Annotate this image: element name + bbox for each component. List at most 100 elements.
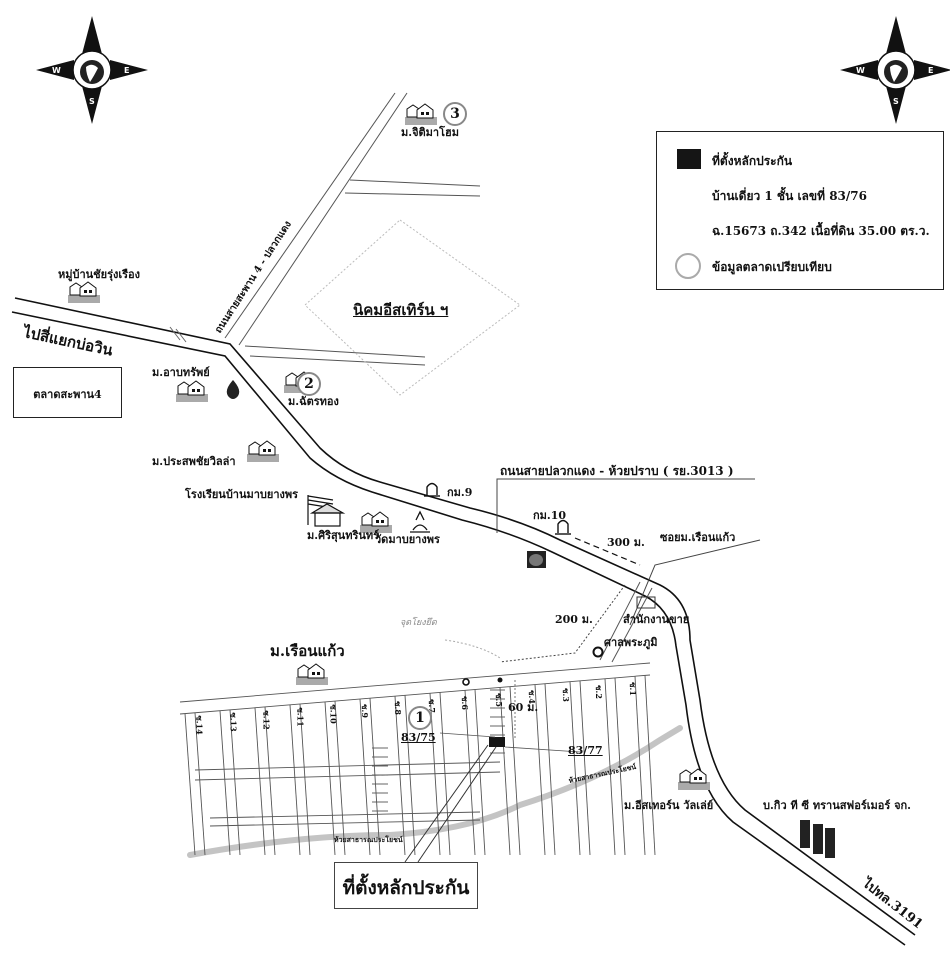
grid-street bbox=[544, 683, 556, 856]
km10-post-icon bbox=[555, 519, 571, 535]
house-icon bbox=[360, 511, 392, 533]
label-sales-office: สำนักงานขาย bbox=[623, 613, 690, 626]
distance-200-arrow bbox=[499, 584, 626, 663]
grid-street bbox=[299, 704, 311, 856]
soi-label: ซ.6 bbox=[459, 696, 470, 710]
label-main-road: ถนนสายปลวกแดง - ห้วยปราบ ( รย.3013 ) bbox=[500, 464, 734, 478]
soi-label: ซ.2 bbox=[593, 684, 604, 699]
grid-street bbox=[394, 696, 406, 856]
soi-label: ซ.4 bbox=[526, 690, 537, 705]
legend-collateral-title: ที่ตั้งหลักประกัน bbox=[712, 154, 793, 168]
subdivision-grid bbox=[179, 662, 656, 856]
grid-street bbox=[179, 674, 651, 715]
label-shrine: ศาลพระภูมิ bbox=[604, 636, 658, 649]
label-arbsap: ม.อาบทรัพย์ bbox=[152, 366, 210, 379]
soi-label-pointer bbox=[629, 539, 761, 626]
km9-post-icon bbox=[424, 482, 440, 497]
grid-street bbox=[254, 707, 266, 856]
label-km10: กม.10 bbox=[533, 509, 567, 522]
label-km9: กม.9 bbox=[447, 486, 473, 499]
soi-label: ซ.5 bbox=[493, 693, 504, 708]
grid-street bbox=[194, 761, 501, 771]
grid-street bbox=[499, 687, 511, 856]
grid-street bbox=[184, 713, 196, 856]
grid-street bbox=[509, 686, 521, 856]
house-icon bbox=[247, 440, 279, 462]
label-industrial-estate: นิคมอีสเทิร์น ฯ bbox=[353, 301, 449, 319]
school-icon bbox=[307, 495, 346, 527]
east-label: E bbox=[928, 66, 934, 75]
soi-label: ซ.1 bbox=[627, 682, 638, 696]
grid-street bbox=[634, 676, 646, 856]
grid-street bbox=[229, 709, 241, 856]
comparable-1-badge: 1 bbox=[408, 706, 432, 730]
label-ruanakaew: ม.เรือนแก้ว bbox=[270, 642, 345, 660]
comparable-3-badge: 3 bbox=[443, 102, 467, 126]
label-chatthong: ม.ฉัตรทอง bbox=[288, 395, 339, 408]
creek bbox=[187, 725, 683, 858]
grid-street bbox=[264, 706, 276, 856]
compass-icon bbox=[840, 16, 950, 124]
soi-road bbox=[599, 581, 653, 663]
temple-icon bbox=[410, 510, 430, 533]
soi-label: ซ.10 bbox=[328, 704, 339, 724]
sales-office-icon bbox=[636, 596, 656, 609]
grid-street bbox=[209, 811, 481, 819]
soi-label: ซ.12 bbox=[261, 709, 272, 730]
east-label: E bbox=[124, 66, 130, 75]
main-road-label-pointer bbox=[496, 478, 755, 533]
grid-street bbox=[324, 701, 336, 856]
compass-rose-right: W E S bbox=[838, 12, 950, 128]
grid-street bbox=[474, 689, 486, 856]
compass-icon bbox=[36, 16, 148, 124]
grid-street bbox=[534, 684, 546, 856]
grid-street bbox=[209, 819, 481, 827]
main-road bbox=[11, 297, 916, 946]
label-prasat: ม.ประสพชัยวิลล่า bbox=[152, 455, 236, 468]
soi-label: ซ.11 bbox=[295, 707, 306, 727]
south-label: S bbox=[89, 97, 95, 106]
legend-deed-desc: ฉ.15673 ถ.342 เนื้อที่ดิน 35.00 ตร.ว. bbox=[712, 224, 930, 238]
label-village-chairungruang: หมู่บ้านชัยรุ่งเรือง bbox=[58, 268, 141, 281]
collateral-legend-swatch bbox=[677, 149, 701, 169]
soi-label: ซ.13 bbox=[228, 712, 239, 733]
reference-point-pointer bbox=[444, 639, 501, 659]
legend-property-desc: บ้านเดี่ยว 1 ชั้น เลขที่ 83/76 bbox=[712, 189, 867, 203]
south-label: S bbox=[893, 97, 899, 106]
collateral-plot bbox=[489, 737, 505, 747]
soi-label: ซ.14 bbox=[194, 715, 205, 735]
comparable-legend-circle bbox=[675, 253, 701, 279]
label-dist-60: 60 ม. bbox=[508, 701, 539, 714]
distance-300-arrow bbox=[574, 537, 641, 566]
industrial-estate-area bbox=[304, 219, 521, 396]
house-icon bbox=[68, 281, 100, 303]
grid-street bbox=[334, 701, 346, 856]
label-creek-west: ห้วยสาธารณประโยชน์ bbox=[334, 835, 403, 844]
factory-icon bbox=[800, 820, 835, 858]
label-reference-point: จุดโยงยึด bbox=[400, 618, 437, 628]
house-icon bbox=[678, 768, 710, 790]
house-icon bbox=[405, 103, 437, 125]
grid-street bbox=[369, 698, 381, 856]
grid-street bbox=[579, 680, 591, 856]
map-legend: ที่ตั้งหลักประกัน บ้านเดี่ยว 1 ชั้น เลขท… bbox=[656, 131, 944, 290]
grid-street bbox=[614, 677, 626, 856]
label-dist-300: 300 ม. bbox=[607, 536, 645, 549]
grid-street bbox=[194, 771, 501, 781]
label-eastern-valley: ม.อีสเทอร์น วัลเล่ย์ bbox=[624, 799, 714, 812]
compass-rose-left: W E S bbox=[34, 12, 150, 128]
collateral-callout: ที่ตั้งหลักประกัน bbox=[334, 862, 478, 909]
label-temple: วัดมาบยางพร bbox=[375, 533, 440, 546]
soi-marker bbox=[497, 677, 503, 683]
callout-label: ที่ตั้งหลักประกัน bbox=[342, 877, 470, 899]
grid-street bbox=[219, 710, 231, 856]
house-icon bbox=[296, 663, 328, 685]
label-sirisuntharin: ม.ศิริสุนทรินทร์ bbox=[307, 529, 380, 542]
label-school: โรงเรียนบ้านมาบยางพร bbox=[185, 488, 299, 501]
west-label: W bbox=[52, 66, 61, 75]
soi-label: ซ.8 bbox=[392, 701, 403, 716]
label-lot-83-75: 83/75 bbox=[401, 731, 436, 744]
market-box: ตลาดสะพาน4 bbox=[13, 367, 122, 418]
shrine-marker bbox=[592, 646, 604, 658]
